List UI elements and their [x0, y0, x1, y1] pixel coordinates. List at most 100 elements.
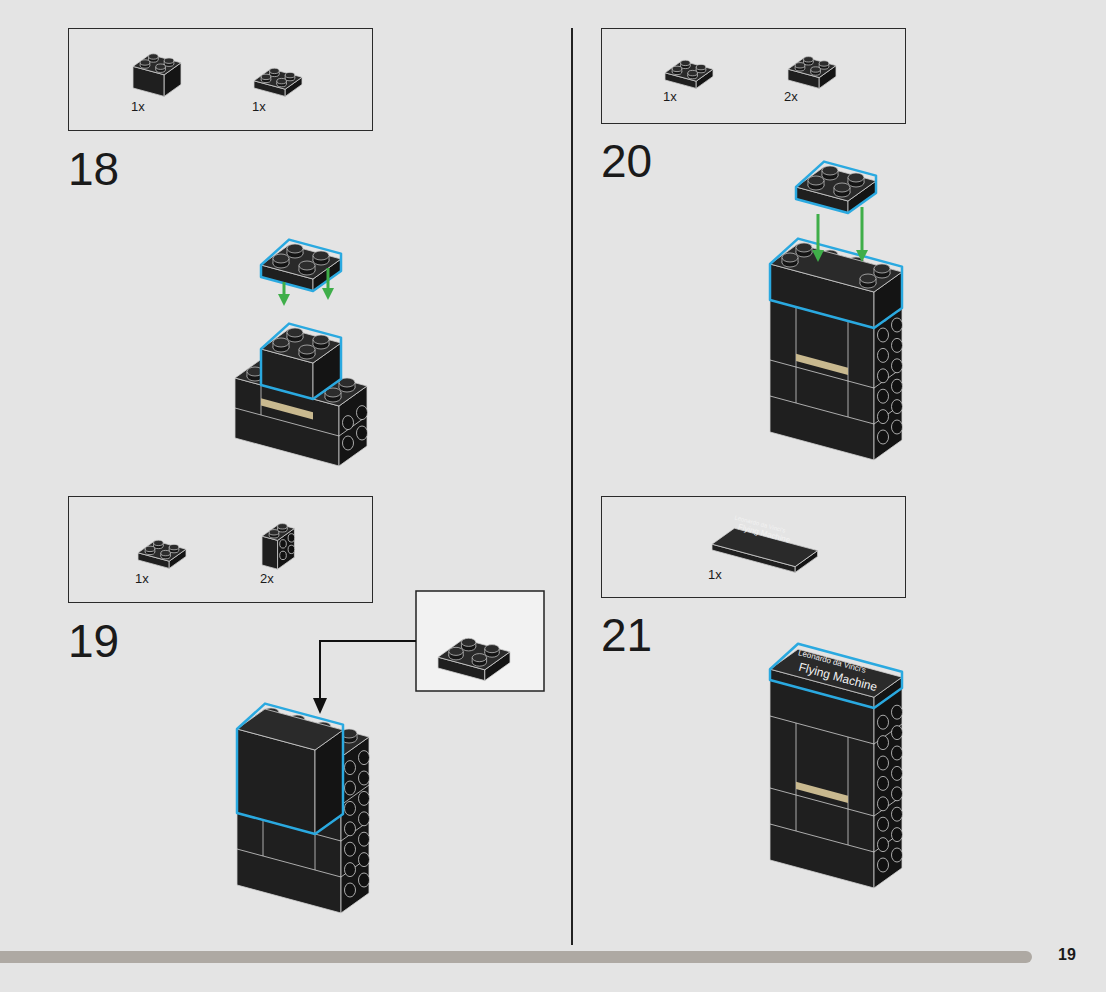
- side-stud: [878, 715, 889, 729]
- side-stud: [280, 540, 287, 548]
- part-count: 2x: [260, 571, 274, 586]
- side-stud: [359, 791, 370, 805]
- place-arrow: [278, 294, 290, 306]
- brick-part: [161, 550, 171, 555]
- side-stud: [878, 756, 889, 770]
- side-stud: [359, 812, 370, 826]
- side-stud: [288, 545, 295, 553]
- brick-part: [438, 639, 510, 670]
- brick-part: [461, 638, 475, 646]
- tan-stripe: [796, 782, 848, 803]
- brick-part: [277, 78, 287, 83]
- brick-part: [808, 176, 824, 185]
- brick-part: [795, 63, 805, 68]
- side-stud: [878, 797, 889, 811]
- place-arrow: [322, 288, 334, 300]
- brick-part: [287, 244, 303, 253]
- brick-part: [819, 61, 829, 66]
- side-stud: [878, 389, 889, 403]
- side-stud: [892, 746, 903, 760]
- brick-part: [848, 737, 849, 845]
- place-arrow: [812, 250, 824, 262]
- new-part-outline: [237, 704, 343, 834]
- side-stud: [892, 400, 903, 414]
- side-stud: [343, 436, 354, 450]
- brick-part: [313, 335, 329, 344]
- part-count: 2x: [784, 89, 798, 104]
- brick-part: [299, 261, 315, 270]
- brick-part: [273, 254, 289, 263]
- brick-part: [860, 274, 876, 283]
- step-number: 20: [601, 138, 652, 184]
- step-number: 21: [601, 612, 652, 658]
- brick-part: [145, 546, 155, 551]
- brick-part: [237, 849, 341, 877]
- new-part-outline: [796, 162, 876, 213]
- brick-part: [804, 57, 814, 62]
- brick-part: [299, 345, 315, 354]
- side-stud: [892, 705, 903, 719]
- side-stud: [878, 736, 889, 750]
- side-stud: [892, 726, 903, 740]
- side-stud: [892, 807, 903, 821]
- place-arrow: [817, 214, 820, 252]
- callout-leader: [320, 641, 416, 700]
- side-stud: [359, 853, 370, 867]
- brick-part: [261, 74, 271, 79]
- callout-box: [416, 591, 544, 691]
- part-count: 1x: [663, 89, 677, 104]
- brick-part: [269, 530, 279, 535]
- brick-part: [672, 66, 682, 71]
- brick-part: [796, 243, 812, 252]
- side-stud: [878, 328, 889, 342]
- brick-part: [770, 244, 902, 292]
- brick-part: [874, 264, 890, 273]
- brick-part: [270, 68, 280, 73]
- brick-part: [681, 60, 691, 65]
- brick-part: [341, 737, 369, 913]
- brick-part: [156, 64, 166, 69]
- brick-drawings: [133, 54, 903, 913]
- brick-part: [770, 396, 874, 424]
- brick-part: [472, 654, 486, 662]
- side-stud: [359, 873, 370, 887]
- side-stud: [878, 430, 889, 444]
- side-stud: [345, 842, 356, 856]
- brick-part: [770, 680, 874, 888]
- side-stud: [357, 406, 368, 420]
- brick-part: [860, 274, 876, 283]
- brick-part: [874, 264, 890, 273]
- brick-part: [770, 824, 874, 852]
- step-number: 19: [68, 618, 119, 664]
- brick-part: [485, 645, 499, 653]
- tan-stripe: [796, 354, 848, 375]
- part-count: 1x: [135, 571, 149, 586]
- brick-part: [449, 647, 463, 655]
- side-stud: [878, 348, 889, 362]
- brick-part: [811, 67, 821, 72]
- part-count: 1x: [252, 99, 266, 114]
- parts-box: 1x 2x: [68, 496, 373, 603]
- side-stud: [288, 534, 295, 542]
- side-stud: [892, 379, 903, 393]
- brick-part: [164, 58, 174, 63]
- brick-part: [169, 544, 179, 549]
- side-stud: [892, 787, 903, 801]
- side-stud: [345, 781, 356, 795]
- brick-part: [138, 541, 186, 561]
- place-arrow: [861, 207, 864, 252]
- new-part-outline: [770, 644, 902, 708]
- side-stud: [280, 551, 287, 559]
- side-stud: [345, 801, 356, 815]
- side-stud: [878, 858, 889, 872]
- brick-part: [874, 272, 902, 460]
- brick-part: [834, 183, 850, 192]
- side-stud: [359, 751, 370, 765]
- brick-part: [273, 338, 289, 347]
- side-stud: [892, 338, 903, 352]
- side-stud: [878, 776, 889, 790]
- side-stud: [892, 848, 903, 862]
- brick-part: [782, 253, 798, 262]
- step-number: 18: [68, 146, 119, 192]
- part-count: 1x: [708, 567, 722, 582]
